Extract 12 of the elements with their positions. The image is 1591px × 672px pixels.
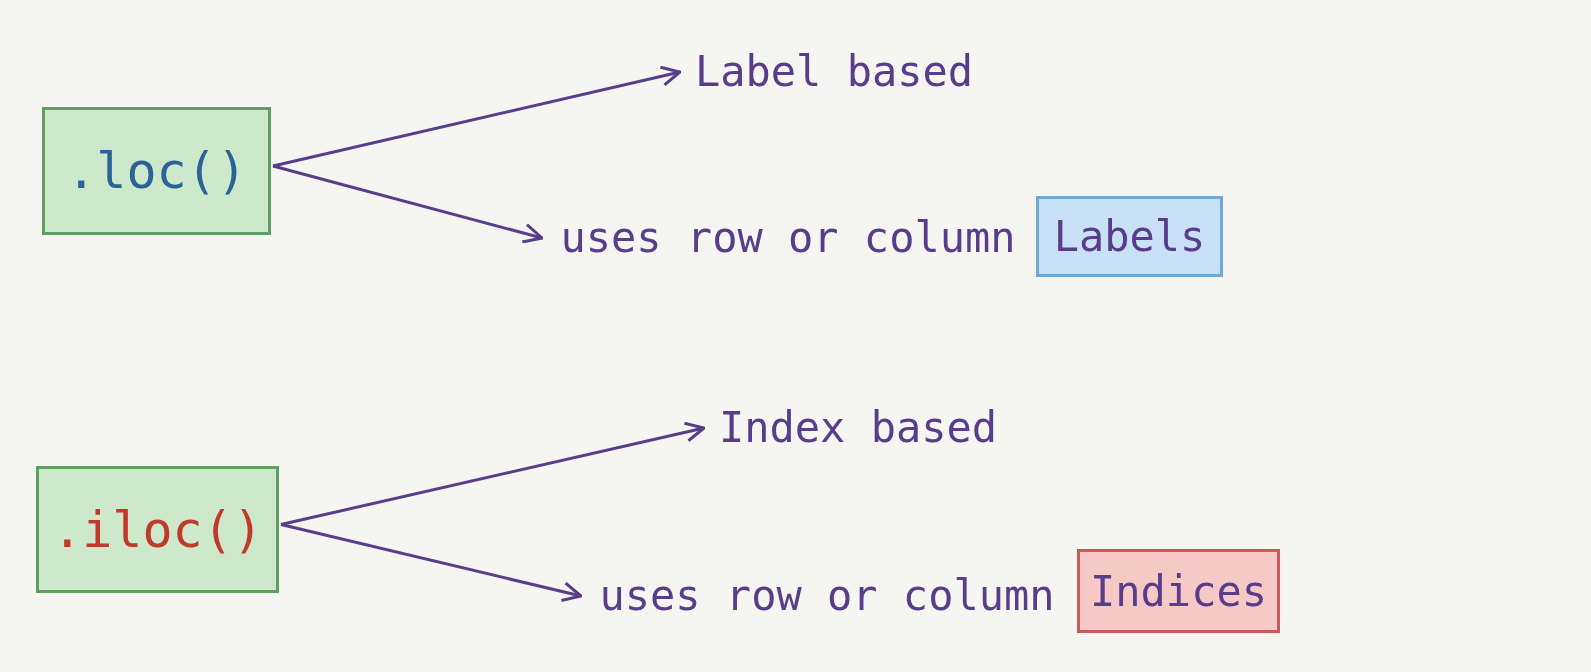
description-text: uses row or column xyxy=(560,212,1016,262)
description-text: Label based xyxy=(694,46,974,96)
highlight-box: Labels xyxy=(1036,196,1223,277)
method-box: .iloc() xyxy=(36,466,279,593)
arrow xyxy=(272,65,682,168)
description-text: uses row or column xyxy=(599,570,1055,620)
highlight-box: Indices xyxy=(1077,549,1280,633)
arrow xyxy=(280,421,706,526)
method-box: .loc() xyxy=(42,107,271,235)
arrow xyxy=(272,164,544,244)
arrow xyxy=(280,523,583,603)
description-text: Index based xyxy=(718,402,998,452)
